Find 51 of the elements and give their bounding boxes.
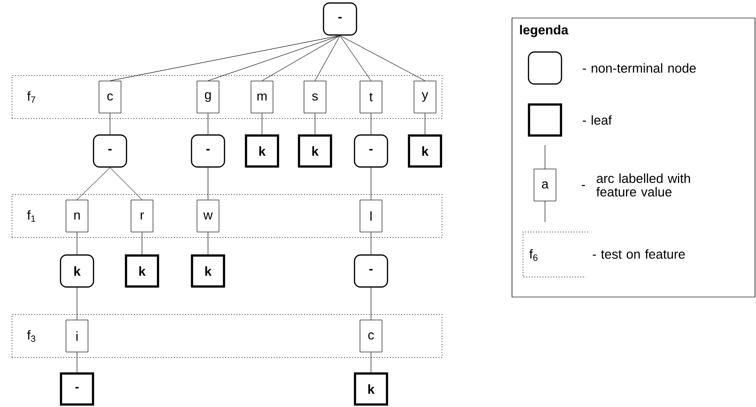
connector-line xyxy=(76,352,78,373)
connector-line xyxy=(370,352,372,373)
dash-text: - xyxy=(582,185,585,186)
leaf-node: k xyxy=(298,134,332,168)
non-terminal-node: - xyxy=(354,134,388,168)
leaf-node: k xyxy=(190,254,226,288)
connector-line xyxy=(370,287,372,320)
connector-line xyxy=(370,167,372,200)
connector-line xyxy=(110,167,142,200)
connector-line xyxy=(208,35,340,81)
leaf-node: k xyxy=(408,134,442,168)
non-terminal-node: - xyxy=(92,134,128,168)
arc-label-box: c xyxy=(98,80,122,114)
non-terminal-node: - xyxy=(354,254,388,288)
connector-line xyxy=(424,113,426,135)
connector-line xyxy=(76,232,78,255)
non-terminal-node: - xyxy=(190,134,226,168)
arc-label-box: w xyxy=(196,200,220,232)
arc-label-box: m xyxy=(250,80,274,114)
leaf-node: k xyxy=(354,372,388,406)
legend-leaf-node xyxy=(528,103,562,137)
legend-text: - leaf xyxy=(582,115,612,125)
arc-label-box: g xyxy=(196,80,220,114)
connector-line xyxy=(314,35,340,81)
arc-label-box: l xyxy=(360,200,382,232)
arc-label-box: n xyxy=(66,200,88,232)
connector-line xyxy=(370,232,372,255)
legend-arc-label-box: a xyxy=(534,168,556,202)
test-sample: f$_{6}$ xyxy=(522,232,588,278)
leaf-node: - xyxy=(60,372,94,406)
connector-line xyxy=(340,35,372,81)
connector-line xyxy=(370,113,372,135)
connector-line xyxy=(262,35,340,81)
arc-label-box: t xyxy=(360,80,382,114)
legend-title: legenda xyxy=(520,24,568,38)
legend-text: - test on feature xyxy=(592,249,685,259)
arc-label-box: i xyxy=(66,320,88,352)
connector-line xyxy=(76,287,78,320)
arc-label-box: y xyxy=(414,80,436,114)
non-terminal-node: k xyxy=(60,254,94,288)
leaf-node: k xyxy=(244,134,280,168)
arc-label-box: s xyxy=(304,80,326,114)
arc-label-box: r xyxy=(130,200,154,232)
legend-text: - non-terminal node xyxy=(582,63,696,73)
non-terminal-node: - xyxy=(322,2,358,36)
legend-text: arc labelled with feature value xyxy=(596,173,690,197)
leaf-node: k xyxy=(124,254,160,288)
connector-line xyxy=(314,113,316,135)
connector-line xyxy=(110,35,340,81)
legend-non-terminal-node xyxy=(528,51,562,85)
arc-label-box: c xyxy=(360,320,382,352)
